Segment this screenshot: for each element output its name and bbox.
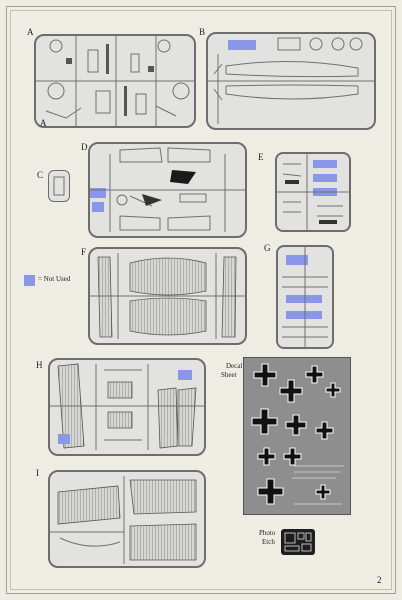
sprue-e xyxy=(275,152,351,232)
sprue-h xyxy=(48,358,206,456)
not-used-swatch xyxy=(24,275,35,286)
not-used-part xyxy=(178,370,192,380)
photo-etch-parts xyxy=(284,532,312,552)
sprue-label-g: G xyxy=(264,243,271,253)
sprue-d xyxy=(88,142,247,238)
sprue-c xyxy=(48,170,70,202)
sprue-label-h: H xyxy=(36,360,43,370)
sprue-e-parts xyxy=(277,154,349,230)
sprue-f xyxy=(88,247,247,345)
decal-crosses xyxy=(251,363,344,505)
sprue-label-a: A xyxy=(27,27,34,37)
decal-sheet xyxy=(243,357,351,515)
page-number: 2 xyxy=(377,575,382,585)
sprue-b xyxy=(206,32,376,130)
decal-title-line1: Decal xyxy=(226,362,243,370)
not-used-part xyxy=(90,188,106,198)
sprue-h-parts xyxy=(50,363,204,450)
sprue-label-b: B xyxy=(199,27,206,37)
not-used-part xyxy=(286,255,308,265)
sprue-label-a-bottom: A xyxy=(40,118,47,128)
not-used-part xyxy=(313,174,337,182)
not-used-part xyxy=(228,40,256,50)
not-used-part xyxy=(58,434,70,444)
sprue-a xyxy=(34,34,196,128)
sprue-a-parts xyxy=(36,36,194,126)
sprue-c-parts xyxy=(53,176,65,196)
not-used-legend-text: = Not Used xyxy=(38,275,71,283)
sprue-label-c: C xyxy=(37,170,44,180)
etch-title-line1: Photo xyxy=(259,529,276,537)
decal-title-line2: Sheet xyxy=(221,371,237,379)
sprue-b-parts xyxy=(208,37,374,124)
sprue-g-parts xyxy=(282,247,328,347)
sprue-f-parts xyxy=(90,253,245,339)
page-border-outer xyxy=(6,6,396,594)
sprue-d-parts xyxy=(90,147,245,232)
not-used-part xyxy=(313,160,337,168)
photo-etch-fret xyxy=(281,529,315,555)
sprue-label-d: D xyxy=(81,142,88,152)
sprue-i-parts xyxy=(50,476,197,564)
sprue-label-f: F xyxy=(81,247,87,257)
page-border-inner xyxy=(10,10,392,590)
sprue-i xyxy=(48,470,206,568)
etch-title-line2: Etch xyxy=(262,538,275,546)
sprue-label-e: E xyxy=(258,152,264,162)
not-used-part xyxy=(286,311,322,319)
sprue-label-i: I xyxy=(36,468,39,478)
not-used-part xyxy=(286,295,322,303)
not-used-part xyxy=(92,202,104,212)
sprue-g xyxy=(276,245,334,349)
